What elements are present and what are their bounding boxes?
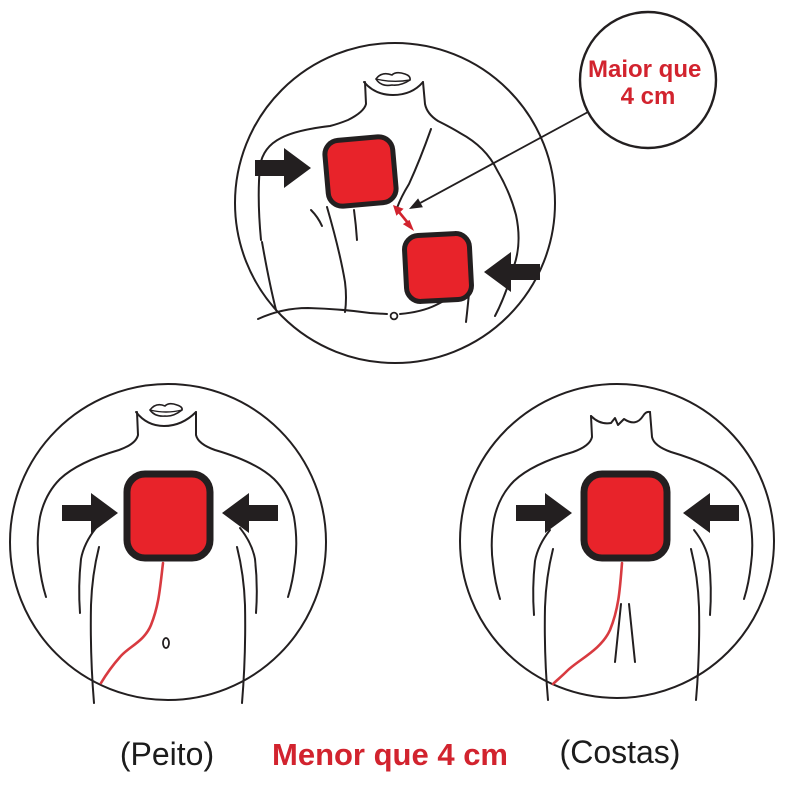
navel xyxy=(389,311,399,321)
callout-pointer-arrowhead xyxy=(409,198,423,209)
side-right xyxy=(690,548,701,701)
neck-shoulder-right xyxy=(195,411,298,598)
hairline xyxy=(590,410,651,426)
caption-chest: (Peito) xyxy=(120,736,214,772)
side-right xyxy=(236,546,247,704)
scene-front-single-pad xyxy=(9,383,327,704)
distance-arrowhead-lower xyxy=(402,219,414,231)
inner-arm-left xyxy=(78,527,97,614)
torso-front-outline xyxy=(257,71,520,323)
side-left xyxy=(89,546,100,704)
lips xyxy=(375,71,411,87)
inner-arm-right xyxy=(239,527,258,614)
caption-back: (Costas) xyxy=(560,734,681,770)
neck-shoulder-right xyxy=(649,411,754,600)
callout-circle xyxy=(578,10,718,150)
electrode-pad-back xyxy=(580,470,671,562)
pad-wire xyxy=(551,561,624,686)
callout-label: Maior que 4 cm xyxy=(588,56,708,110)
distance-arrowhead-upper xyxy=(393,205,404,216)
chest-line-right xyxy=(396,128,432,209)
spine-line-right xyxy=(628,603,636,663)
sternum-line xyxy=(353,209,358,241)
electrode-pad-lower xyxy=(402,231,474,304)
callout: Maior que 4 cm xyxy=(409,10,718,209)
callout-line1: Maior que xyxy=(588,56,701,83)
electrode-pad-upper xyxy=(322,134,399,209)
callout-line2: 4 cm xyxy=(621,83,676,110)
lips-midline xyxy=(149,409,183,413)
distance-arrow-shaft xyxy=(397,210,410,225)
waist-line-left xyxy=(257,307,388,320)
scene-front-two-pads xyxy=(234,42,556,364)
armpit-left xyxy=(310,209,323,227)
chest-line-left xyxy=(326,206,347,313)
side-left xyxy=(261,241,277,311)
scene-back-single-pad xyxy=(459,383,775,701)
navel xyxy=(162,637,170,649)
pad-wire xyxy=(99,561,165,685)
side-left xyxy=(543,548,554,701)
inner-arm-left xyxy=(532,529,551,616)
neck-shoulder-left xyxy=(36,411,139,598)
chin-line xyxy=(135,411,197,427)
distance-double-arrow xyxy=(393,205,414,231)
lips xyxy=(149,402,183,417)
torso-back-outline xyxy=(490,410,754,701)
torso-front-outline xyxy=(36,402,298,704)
caption-distance: Menor que 4 cm xyxy=(272,737,508,772)
electrode-pad-chest xyxy=(123,470,214,562)
chin-line xyxy=(363,81,424,96)
lips-midline xyxy=(375,78,411,82)
scene-circle xyxy=(234,42,556,364)
spine-line-left xyxy=(614,603,622,663)
inner-arm-right xyxy=(693,529,712,616)
neck-shoulder-left xyxy=(490,415,593,600)
callout-pointer-line xyxy=(420,111,589,204)
